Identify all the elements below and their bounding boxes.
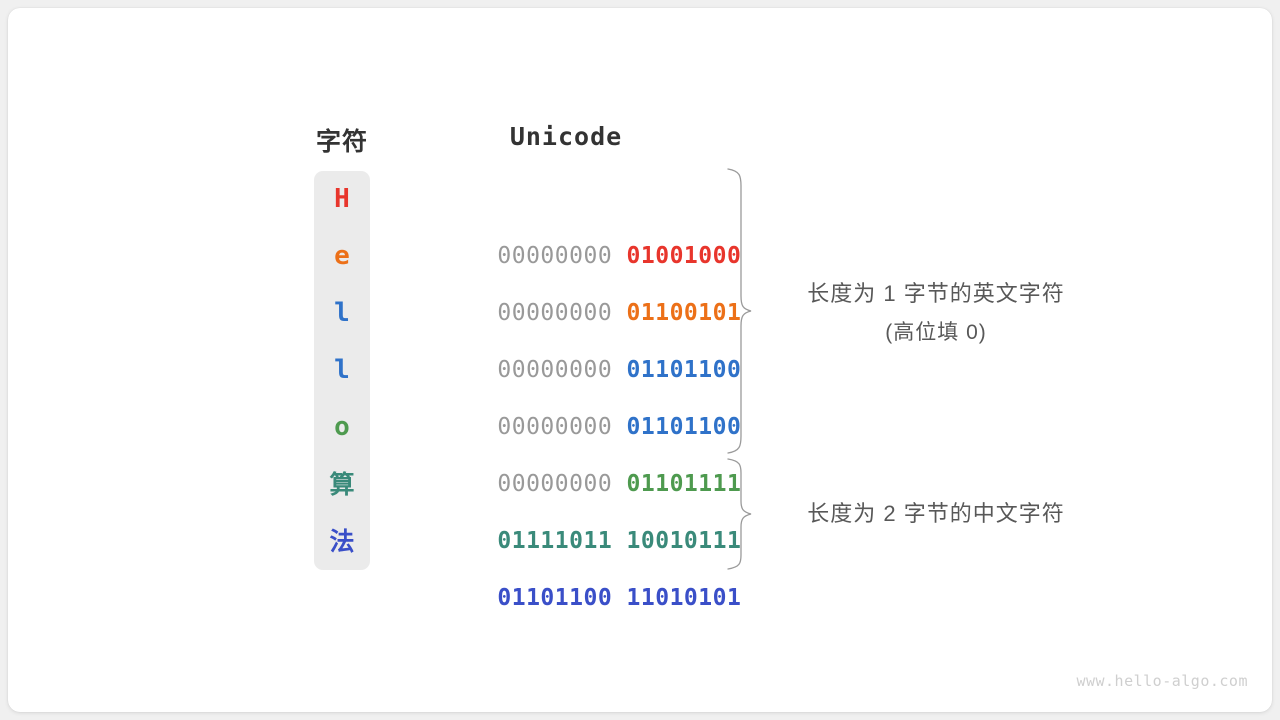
character-cell-5: 算 <box>329 470 355 499</box>
unicode-bits-3: 00000000 01101100 <box>440 342 740 440</box>
character-cell-2: l <box>334 298 350 328</box>
unicode-low-byte-6: 11010101 <box>626 585 742 611</box>
character-cell-6: 法 <box>329 527 355 556</box>
annotation-one-byte-line2: (高位填 0) <box>885 321 987 344</box>
unicode-low-byte-2: 01101100 <box>626 357 742 383</box>
unicode-bits-4: 00000000 01101111 <box>440 399 740 497</box>
character-cell-1: e <box>334 241 350 271</box>
character-cell-0: H <box>334 184 350 214</box>
unicode-low-byte-4: 01101111 <box>626 471 742 497</box>
character-column-panel <box>314 171 370 570</box>
unicode-high-byte-5: 01111011 <box>497 528 613 554</box>
column-header-unicode: Unicode <box>509 122 623 151</box>
annotation-two-byte: 长度为 2 字节的中文字符 <box>776 496 1096 528</box>
unicode-high-byte-0: 00000000 <box>497 243 613 269</box>
column-header-character: 字符 <box>315 128 368 156</box>
watermark: www.hello-algo.com <box>1076 672 1248 690</box>
unicode-high-byte-6: 01101100 <box>497 585 613 611</box>
unicode-bits-2: 00000000 01101100 <box>440 285 740 383</box>
unicode-high-byte-3: 00000000 <box>497 414 613 440</box>
unicode-bits-1: 00000000 01100101 <box>440 228 740 326</box>
unicode-low-byte-3: 01101100 <box>626 414 742 440</box>
character-cell-3: l <box>334 355 350 385</box>
unicode-bits-5: 01111011 10010111 <box>440 456 740 554</box>
annotation-one-byte-line1: 长度为 1 字节的英文字符 <box>807 281 1065 306</box>
unicode-bits-0: 00000000 01001000 <box>440 171 740 269</box>
unicode-low-byte-5: 10010111 <box>626 528 742 554</box>
brace-one-byte <box>727 168 752 454</box>
brace-two-byte <box>727 458 752 570</box>
unicode-high-byte-1: 00000000 <box>497 300 613 326</box>
diagram-card: 字符 Unicode H e l l o 算 法 00000000 010010… <box>8 8 1272 712</box>
unicode-low-byte-1: 01100101 <box>626 300 742 326</box>
annotation-two-byte-line1: 长度为 2 字节的中文字符 <box>807 501 1065 526</box>
unicode-bits-6: 01101100 11010101 <box>440 513 740 611</box>
unicode-high-byte-2: 00000000 <box>497 357 613 383</box>
annotation-one-byte: 长度为 1 字节的英文字符 (高位填 0) <box>776 276 1096 346</box>
unicode-high-byte-4: 00000000 <box>497 471 613 497</box>
unicode-low-byte-0: 01001000 <box>626 243 742 269</box>
character-cell-4: o <box>334 412 350 442</box>
